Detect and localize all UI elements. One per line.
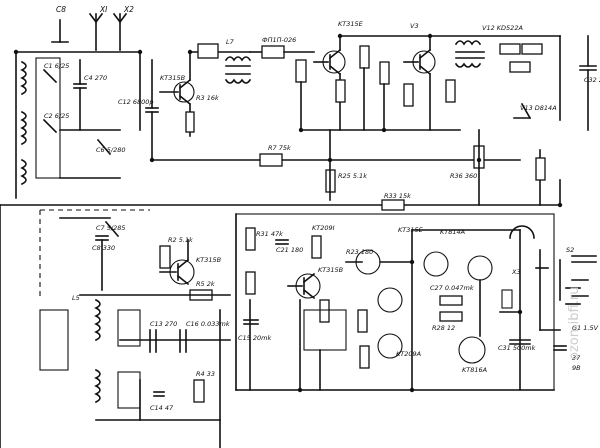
res-r3-label: R3 16k (196, 94, 219, 102)
cap-c8-label: C8 330 (92, 244, 115, 252)
transistor-v2-v3-stages (313, 35, 561, 131)
diode-v13-label: V13 D814A (520, 104, 557, 112)
res-r28-label: R28 12 (432, 324, 455, 332)
cap-c14-label: C14 47 (150, 404, 174, 412)
supply-bus (0, 179, 561, 448)
battery-label: G1 1.5V (572, 324, 599, 332)
band-coils-left (20, 57, 121, 186)
rail-label: C8 (56, 5, 66, 14)
audio-amp-section (235, 213, 555, 391)
band-switch-coils (39, 298, 231, 421)
res-r5-label: R5 2k (196, 280, 215, 288)
cap-c7-label: C7 5/285 (96, 224, 125, 232)
transistor-v6-type: KT315B (318, 266, 344, 274)
cap-c4-label: C4 270 (84, 74, 107, 82)
oscillator-section (39, 209, 231, 448)
coil-l7-label: L7 (226, 38, 235, 46)
transistor-v11-type: KT816A (462, 366, 487, 374)
junction-dots (13, 33, 563, 393)
cap-c1-label: C1 6/25 (44, 62, 69, 70)
cap-c21-label: C21 180 (276, 246, 303, 254)
transistor-v1-osc-type: KT315B (196, 256, 222, 264)
cap-c12-label: C12 6800p (118, 98, 154, 106)
cap-c15-label: C15 20mk (238, 334, 271, 342)
transistor-v8-type: KT315E (398, 226, 424, 234)
if-filter-section (189, 43, 315, 131)
transistor-v1-stage (139, 51, 195, 161)
transistor-v10-type: KT814A (440, 228, 465, 236)
antenna-label-x2: X2 (123, 5, 134, 14)
watermark: ozon-ibfi.ru (567, 287, 582, 360)
agc-bus (151, 129, 546, 206)
res-r7-label: R7 75k (268, 144, 291, 152)
switch-s2-label: S2 (566, 246, 574, 254)
cap-c27-label: C27 0.047mk (430, 284, 474, 292)
transistor-v9-type: KT209A (396, 350, 421, 358)
transistor-v5-type: KT209I (312, 224, 335, 232)
res-r4-label: R4 33 (196, 370, 215, 378)
cap-c31-label: C31 500mk (498, 344, 536, 352)
res-r31-label: R31 47k (256, 230, 283, 238)
diode-v12-label: V12 KD522A (482, 24, 523, 32)
cap-c13-label: C13 270 (150, 320, 177, 328)
detector-section (454, 35, 597, 131)
res-r36-label: R36 360 (450, 172, 477, 180)
res-r2-label: R2 5.1k (168, 236, 193, 244)
ic-x3-label: X3 (511, 268, 521, 276)
res-r23-label: R23 180 (346, 248, 373, 256)
transistor-v1-type: KT315B (160, 74, 186, 82)
rail-note-1: 37 (572, 354, 581, 362)
cap-c32-label: C32 20mk (584, 76, 600, 84)
coil-l5-label: L5 (72, 294, 80, 302)
antenna-label-x1: XI (99, 5, 108, 14)
cap-c2-label: C2 6/25 (44, 112, 69, 120)
filter-label: ФП1П-026 (262, 36, 296, 44)
cap-c16-label: C16 0.033mk (186, 320, 230, 328)
input-antenna-section (15, 12, 141, 199)
transistor-v3-label: V3 (410, 22, 419, 30)
res-r33-label: R33 15k (384, 192, 411, 200)
rail-note-2: 9B (572, 364, 581, 372)
transistor-v4-type: KT315E (338, 20, 364, 28)
cap-c6-label: C6 5/280 (96, 146, 125, 154)
res-r25-label: R25 5.1k (338, 172, 367, 180)
output-power-section (535, 249, 597, 351)
